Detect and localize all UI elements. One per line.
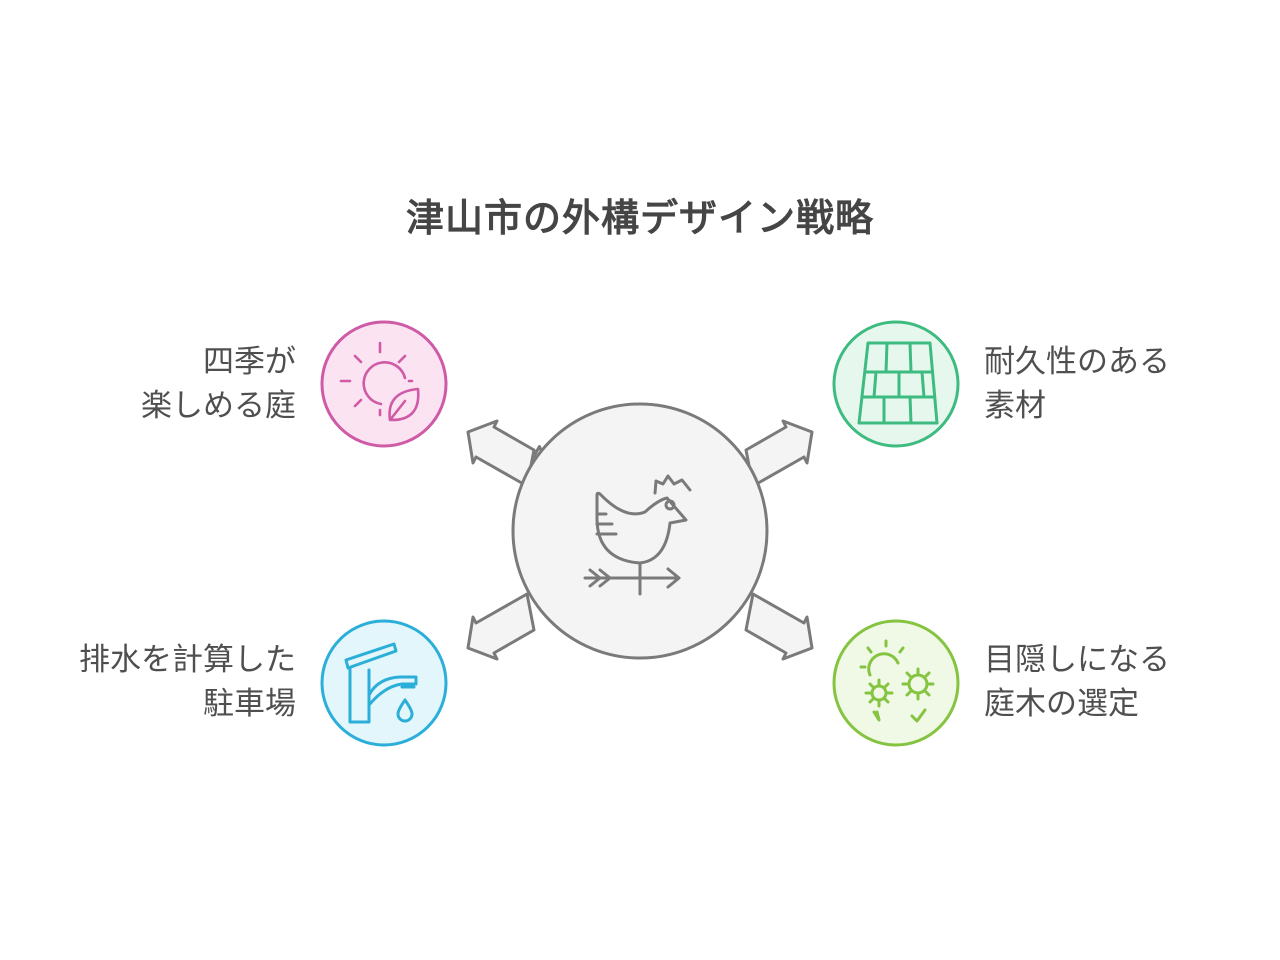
item-label-seasonal-garden: 四季が 楽しめる庭 xyxy=(141,340,296,428)
item-label-durable-materials: 耐久性のある 素材 xyxy=(984,340,1170,428)
sun-leaf-icon xyxy=(339,341,420,422)
arrow-bottom-right xyxy=(744,592,814,661)
label-line: 目隠しになる xyxy=(984,642,1170,678)
paving-tiles-icon xyxy=(857,341,939,425)
label-line: 排水を計算した xyxy=(79,642,296,678)
label-line: 四季が xyxy=(203,344,296,380)
arrow-bottom-left xyxy=(466,592,536,661)
label-line: 駐車場 xyxy=(203,686,296,722)
faucet-drop-icon xyxy=(344,642,418,724)
weathervane-rooster-icon xyxy=(583,474,692,596)
arrow-top-right xyxy=(744,419,814,488)
arrow-top-left xyxy=(466,419,536,488)
diagram-title: 津山市の外構デザイン戦略 xyxy=(405,196,874,240)
label-line: 素材 xyxy=(984,388,1046,424)
center-hub xyxy=(511,402,769,660)
seasonal-garden-badge xyxy=(320,320,448,448)
item-label-parking-drainage: 排水を計算した 駐車場 xyxy=(79,638,296,726)
label-line: 耐久性のある xyxy=(984,344,1170,380)
label-line: 楽しめる庭 xyxy=(141,388,296,424)
sun-flowers-icon xyxy=(859,639,935,723)
item-label-screening-trees: 目隠しになる 庭木の選定 xyxy=(984,638,1170,726)
label-line: 庭木の選定 xyxy=(984,686,1139,722)
screening-trees-badge xyxy=(832,619,960,747)
durable-materials-badge xyxy=(832,320,960,448)
parking-drainage-badge xyxy=(320,619,448,747)
